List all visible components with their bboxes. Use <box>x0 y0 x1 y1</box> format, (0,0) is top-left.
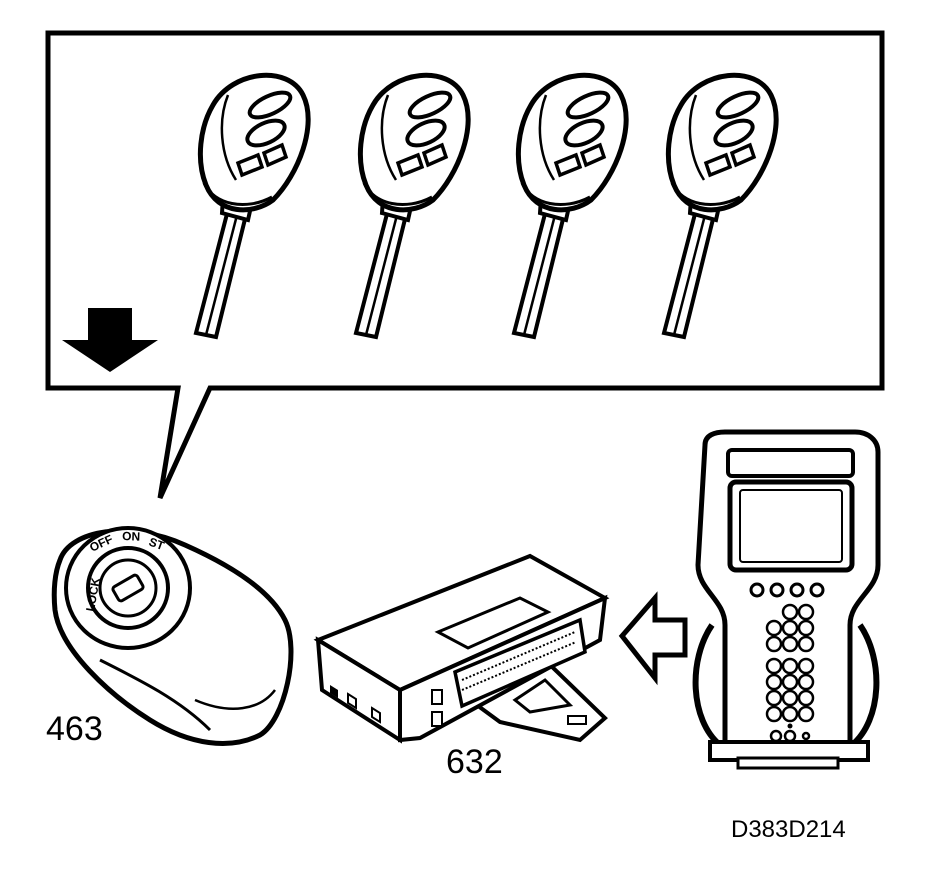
svg-text:ST: ST <box>147 535 167 554</box>
arrow-left-icon <box>618 591 688 686</box>
ignition-switch-label: 463 <box>46 710 103 748</box>
down-arrow-icon <box>62 308 158 372</box>
figure-code-label: D383D214 <box>731 816 846 843</box>
svg-text:ON: ON <box>122 529 140 544</box>
control-module-illustration <box>313 553 610 744</box>
ignition-switch-illustration: LOCK OFF ON ST <box>51 526 294 746</box>
diagnostic-tester-illustration <box>692 429 881 770</box>
svg-text:LOCK: LOCK <box>83 576 103 612</box>
control-module-label: 632 <box>446 743 503 781</box>
